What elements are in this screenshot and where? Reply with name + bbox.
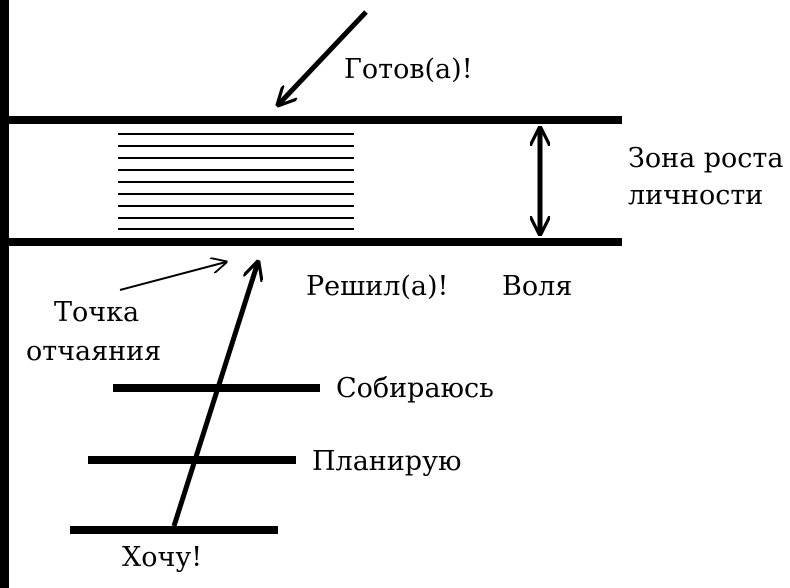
label-decided: Решил(а)! — [306, 271, 448, 302]
rising-arrow — [171, 262, 258, 527]
label-ready: Готов(а)! — [344, 54, 473, 85]
label-growth-zone-line2: личности — [628, 180, 763, 211]
despair-arrow — [119, 262, 226, 291]
label-despair-line1: Точка — [54, 297, 139, 328]
label-growth-zone-line1: Зона роста — [628, 143, 783, 174]
label-preparing: Собираюсь — [336, 373, 494, 404]
label-will: Воля — [502, 271, 572, 302]
label-planning: Планирую — [312, 446, 461, 477]
left-wall — [0, 0, 9, 588]
label-want: Хочу! — [122, 542, 202, 573]
zone-hatching — [118, 133, 354, 230]
label-despair-line2: отчаяния — [26, 336, 161, 367]
ready-arrow — [278, 10, 368, 105]
